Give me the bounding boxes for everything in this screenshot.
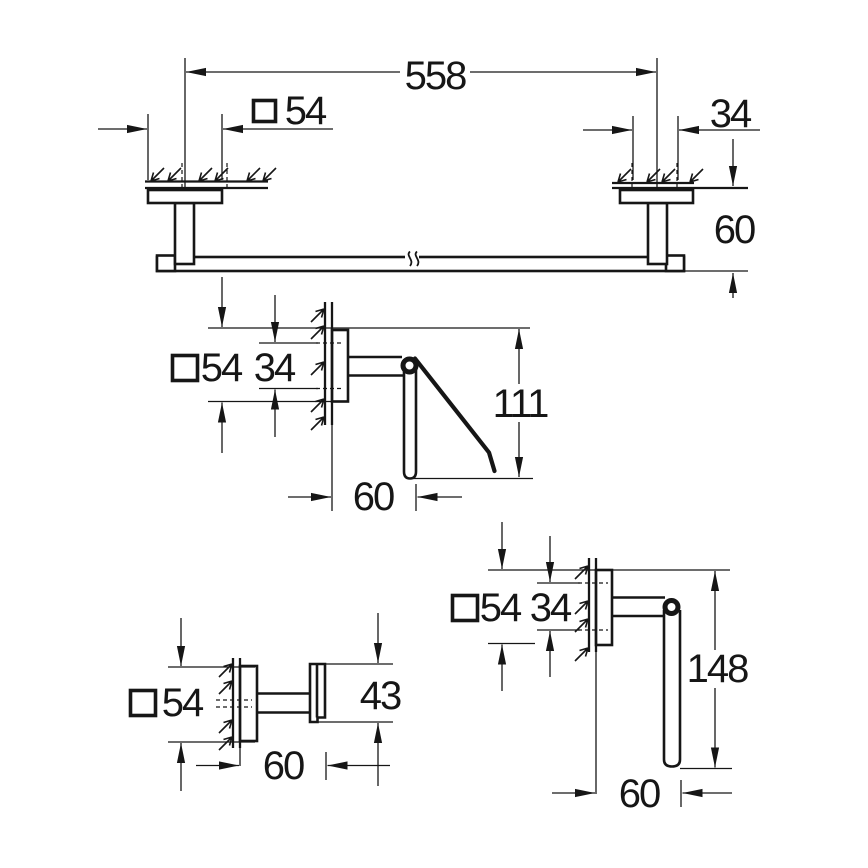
wall-section [574, 558, 598, 794]
square-dimension-icon [128, 688, 158, 718]
mount-plate [330, 328, 350, 403]
towel-bar-rail [155, 255, 686, 273]
dim-label-span: 558 [405, 54, 466, 98]
wall-section [218, 658, 242, 766]
mount-post-right [646, 201, 669, 266]
holder-arm [612, 596, 665, 618]
mount-plate [238, 664, 259, 743]
square-dimension-icon [170, 353, 200, 383]
rail-end-cap-right [664, 254, 686, 273]
roll-bar [662, 610, 682, 768]
dim-plate-54: 54 [98, 89, 333, 180]
dim-span-558: 558 [186, 54, 656, 98]
dim-height-148: 148 [680, 571, 750, 770]
paper-holder-view: 54 34 111 60 [170, 277, 550, 519]
dim-depth-60: 60 [552, 772, 732, 816]
wall-section [310, 302, 334, 511]
hook-stem [257, 692, 312, 714]
mount-plate [594, 568, 614, 647]
dim-plate-54: 54 [128, 618, 255, 791]
holder-arm [348, 355, 404, 377]
dim-height-111: 111 [410, 329, 550, 480]
dim-label-plate: 54 [480, 586, 522, 630]
roll-bar [402, 368, 418, 480]
dim-label-holes: 34 [710, 92, 752, 136]
dim-label-depth: 60 [619, 772, 660, 816]
square-dimension-icon [251, 98, 278, 124]
wall-section-right [612, 163, 748, 190]
wall-section-left [145, 163, 277, 190]
dim-label-plate: 54 [201, 346, 243, 390]
pivot-joint [400, 356, 419, 375]
mount-plate-left [146, 188, 224, 205]
dim-label-holes: 34 [254, 346, 296, 390]
square-dimension-icon [450, 593, 480, 623]
dim-depth-60: 60 [684, 139, 757, 298]
dim-label-depth: 60 [263, 744, 304, 788]
dim-holes-34: 34 [530, 536, 574, 677]
cover-flap [412, 356, 497, 474]
rail-break-symbol [405, 250, 420, 267]
dim-plate-54: 54 [170, 277, 245, 453]
mount-plate-right [618, 188, 695, 205]
dim-label-height: 111 [493, 382, 549, 426]
dim-label-plate: 54 [162, 681, 204, 725]
rail-end-cap-left [155, 254, 177, 273]
pivot-joint [662, 598, 681, 616]
dim-plate-54: 54 [450, 522, 524, 691]
dim-label-depth: 60 [714, 208, 755, 252]
dim-label-plate: 54 [285, 89, 327, 133]
dim-label-height: 148 [687, 647, 748, 691]
hook-view: 54 43 60 [128, 613, 403, 791]
dim-holes-34: 34 [583, 92, 760, 180]
dim-depth-60: 60 [288, 475, 462, 519]
dim-label-holes: 34 [530, 586, 572, 630]
dim-label-height: 43 [360, 674, 401, 718]
towel-bar-view: 558 54 34 60 [98, 54, 760, 298]
dim-holes-34: 34 [254, 295, 298, 437]
dim-height-43: 43 [317, 613, 403, 786]
spare-holder-view: 54 34 148 60 [450, 522, 750, 816]
dim-depth-60: 60 [196, 744, 390, 788]
dim-label-depth: 60 [353, 475, 394, 519]
mount-post-left [173, 201, 196, 266]
